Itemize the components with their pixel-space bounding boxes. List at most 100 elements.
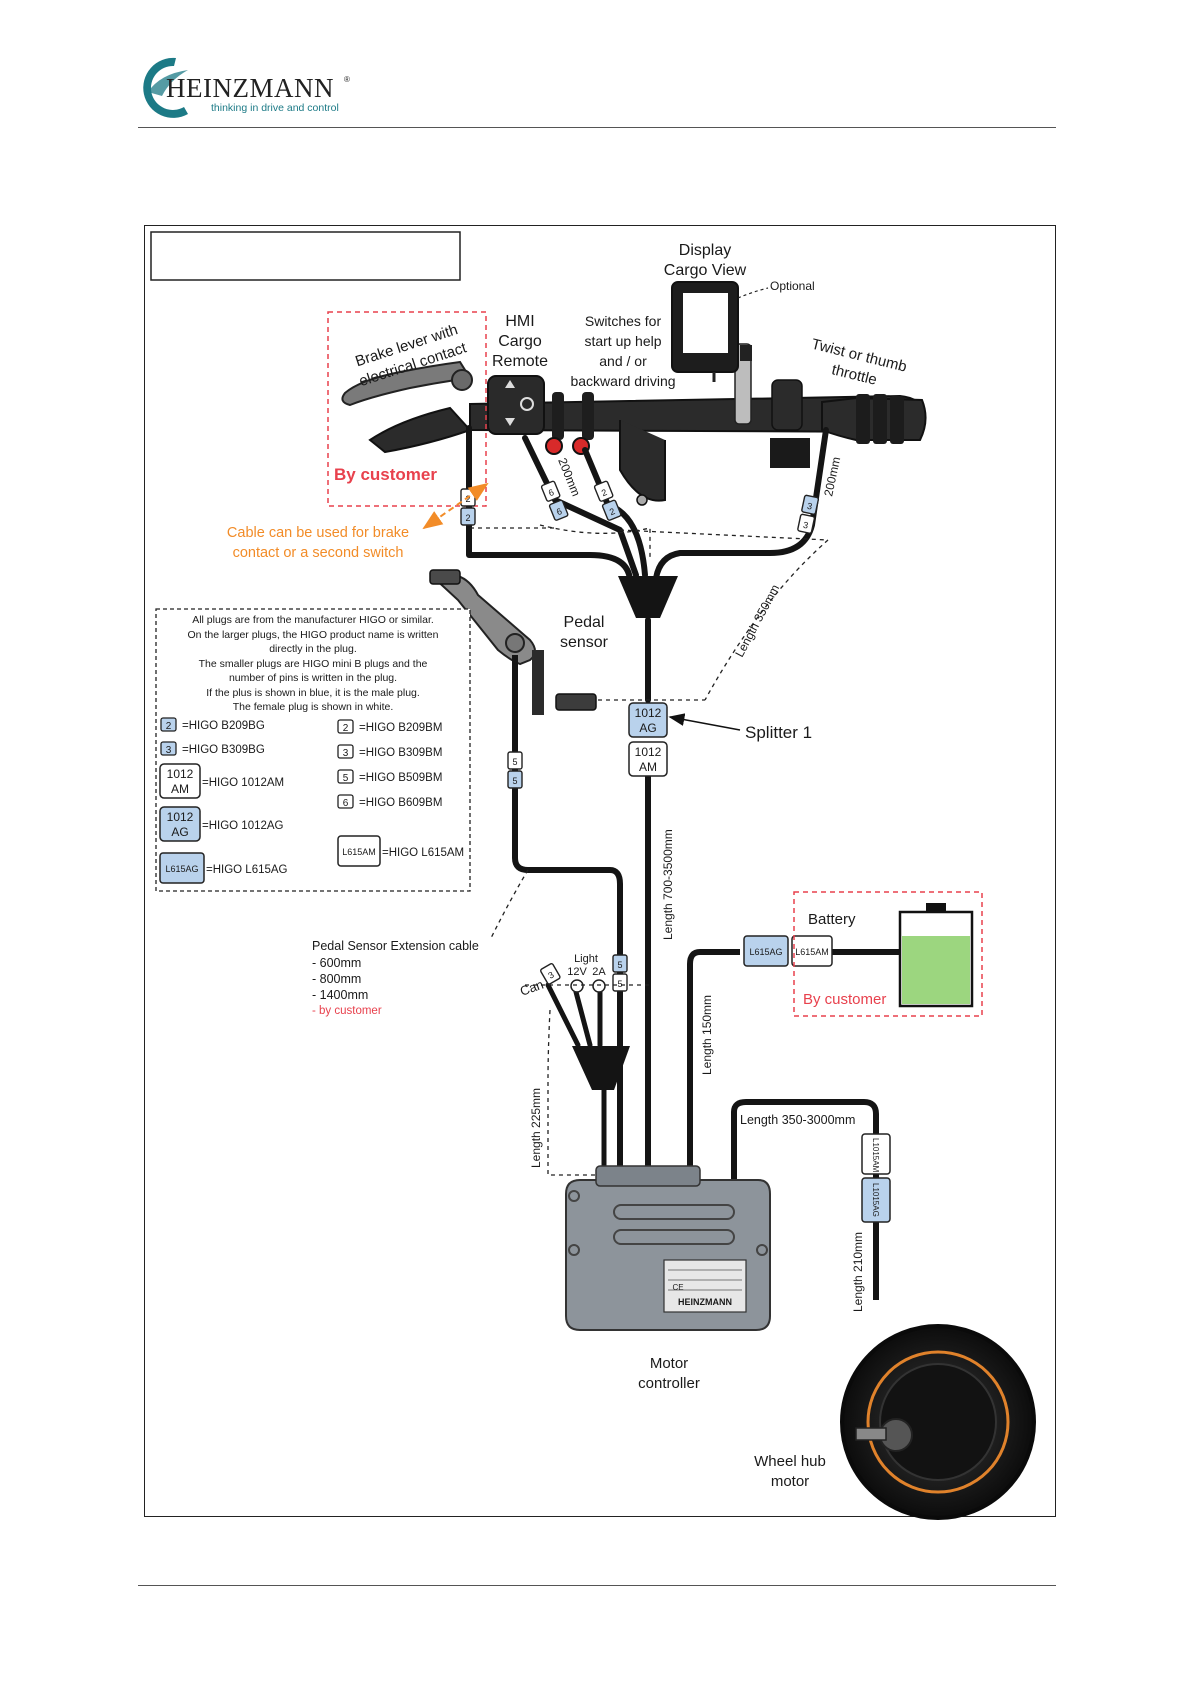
svg-text:L615AM: L615AM <box>342 847 376 857</box>
length-throttle-200: 200mm <box>821 456 843 498</box>
svg-text:AM: AM <box>639 760 657 774</box>
cable-note-1: Cable can be used for brake <box>227 525 409 541</box>
switches-label-1: Switches for <box>585 313 662 329</box>
svg-text:5: 5 <box>617 979 622 989</box>
legend-note-6: If the plus is shown in blue, it is the … <box>206 687 420 699</box>
extension-by-customer: - by customer <box>312 1005 382 1017</box>
battery-plugs: L615AG L615AM <box>743 935 833 967</box>
svg-text:HEINZMANN: HEINZMANN <box>678 1297 732 1307</box>
svg-text:AM: AM <box>171 782 189 796</box>
switches-label-2: start up help <box>584 333 661 349</box>
battery <box>898 903 974 1008</box>
legend-label-b209bg: =HIGO B209BG <box>182 720 265 732</box>
svg-text:3: 3 <box>343 748 349 759</box>
legend-note-5: number of pins is written in the plug. <box>229 672 397 684</box>
svg-text:L615AG: L615AG <box>749 947 782 957</box>
motor-cable <box>731 1099 879 1300</box>
svg-text:3: 3 <box>806 501 813 512</box>
svg-text:AG: AG <box>171 825 188 839</box>
extension-option-1400: - 1400mm <box>312 988 368 1002</box>
upper-small-plugs: 2 2 6 6 2 2 3 3 <box>460 480 820 534</box>
legend-label-b509bm: =HIGO B509BM <box>359 772 442 784</box>
battery-label: Battery <box>808 911 856 928</box>
heinzmann-logo: HEINZMANN ® thinking in drive and contro… <box>140 52 360 122</box>
legend-label-l615am: =HIGO L615AM <box>382 847 464 859</box>
legend-note-1: All plugs are from the manufacturer HIGO… <box>192 614 434 626</box>
hmi-remote <box>487 375 545 435</box>
svg-text:5: 5 <box>512 757 517 767</box>
light-12v-label: 12V <box>567 966 587 978</box>
logo-swoosh <box>143 57 188 118</box>
cable-note-2: contact or a second switch <box>233 545 404 561</box>
svg-text:L1015AG: L1015AG <box>871 1183 880 1217</box>
start-up-switches <box>545 392 594 455</box>
switches-label-3: and / or <box>599 353 647 369</box>
cable-note-arrow <box>422 482 489 530</box>
length-350-3000: Length 350-3000mm <box>740 1113 855 1127</box>
svg-text:5: 5 <box>617 960 622 970</box>
lower-splitter <box>545 982 607 1183</box>
logo-text: HEINZMANN <box>166 73 334 103</box>
svg-text:1012: 1012 <box>635 745 662 759</box>
header-rule <box>138 127 1056 128</box>
legend-notes: All plugs are from the manufacturer HIGO… <box>188 614 439 713</box>
svg-text:3: 3 <box>166 745 172 756</box>
upper-dashed-guides <box>470 524 829 701</box>
svg-text:6: 6 <box>555 506 563 517</box>
svg-text:5: 5 <box>512 776 517 786</box>
legend-note-7: The female plug is shown in white. <box>233 701 394 713</box>
display-label-subtitle: Cargo View <box>664 262 747 279</box>
light-2a-label: 2A <box>592 966 606 978</box>
legend-label-1012ag: =HIGO 1012AG <box>202 820 284 832</box>
wheel-hub-motor <box>840 1324 1036 1520</box>
wheel-hub-label-2: motor <box>771 1473 809 1490</box>
legend-note-3: directly in the plug. <box>269 643 357 655</box>
splitter-arrow <box>668 713 741 731</box>
legend-label-b609bm: =HIGO B609BM <box>359 797 442 809</box>
svg-text:6: 6 <box>547 487 555 498</box>
legend-label-b309bm: =HIGO B309BM <box>359 747 442 759</box>
svg-text:2: 2 <box>343 723 349 734</box>
length-210: Length 210mm <box>851 1232 865 1312</box>
legend-label-1012am: =HIGO 1012AM <box>202 777 284 789</box>
hmi-label-1: HMI <box>505 313 534 330</box>
can-label: Can <box>518 977 546 999</box>
light-label: Light <box>574 953 598 965</box>
extension-option-800: - 800mm <box>312 972 361 986</box>
svg-text:AG: AG <box>639 721 656 735</box>
legend-note-2: On the larger plugs, the HIGO product na… <box>188 629 439 641</box>
display-cargo-view <box>671 281 752 382</box>
legend-note-4: The smaller plugs are HIGO mini B plugs … <box>199 658 428 670</box>
pedal-label-2: sensor <box>560 634 609 651</box>
length-350: Length 350mm <box>732 582 782 659</box>
svg-text:2: 2 <box>600 487 608 498</box>
svg-text:2: 2 <box>166 721 172 732</box>
extension-option-600: - 600mm <box>312 956 361 970</box>
svg-text:1012: 1012 <box>167 810 194 824</box>
throttle <box>821 394 927 444</box>
length-700-3500: Length 700-3500mm <box>661 829 675 940</box>
legend-box <box>155 608 471 892</box>
title-box <box>150 231 461 281</box>
svg-text:1012: 1012 <box>167 767 194 781</box>
customer-box-battery <box>793 891 983 1017</box>
footer-rule <box>138 1585 1056 1586</box>
by-customer-brake: By customer <box>334 465 437 484</box>
motor-controller-label-2: controller <box>638 1375 700 1392</box>
svg-text:3: 3 <box>546 970 555 981</box>
pedal-sensor <box>429 569 597 715</box>
svg-text:L615AG: L615AG <box>165 864 198 874</box>
legend-label-b309bg: =HIGO B309BG <box>182 744 265 756</box>
svg-text:L1015AM: L1015AM <box>871 1138 880 1173</box>
hmi-label-3: Remote <box>492 353 548 370</box>
motor-controller-label-1: Motor <box>650 1355 688 1372</box>
wheel-hub-label-1: Wheel hub <box>754 1453 826 1470</box>
svg-text:®: ® <box>344 75 350 84</box>
legend-label-b209bm: =HIGO B209BM <box>359 722 442 734</box>
upper-splitter-junction <box>618 576 678 618</box>
svg-text:CE: CE <box>672 1283 683 1292</box>
svg-text:1012: 1012 <box>635 706 662 720</box>
motor-controller: HEINZMANN CE <box>565 1165 771 1331</box>
svg-text:2: 2 <box>465 513 470 523</box>
